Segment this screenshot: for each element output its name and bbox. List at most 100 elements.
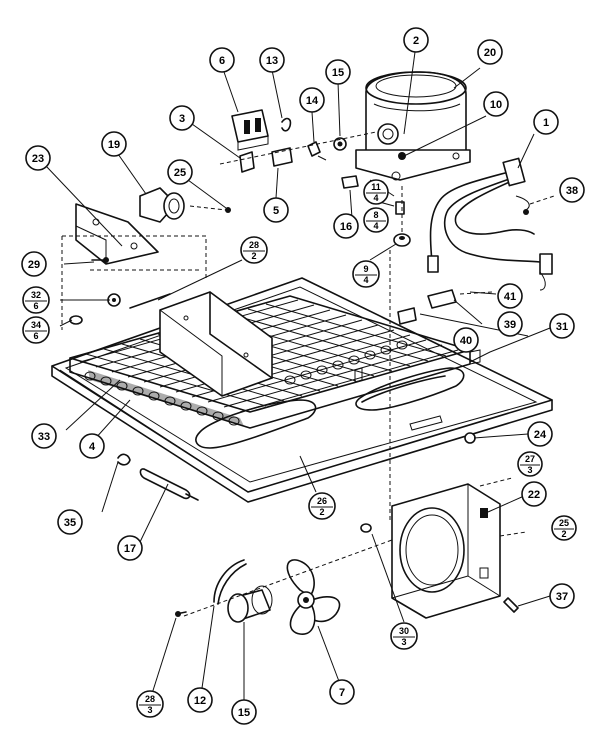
- callout-14-label: 14: [306, 95, 319, 107]
- callout-25-label: 25: [174, 167, 186, 179]
- callout-5: 5: [263, 197, 289, 223]
- fraction-bottom: 2: [561, 529, 566, 539]
- callout-41-label: 41: [504, 291, 516, 303]
- callout-22-label: 22: [528, 489, 540, 501]
- callout-22: 22: [521, 481, 547, 507]
- callout-39-label: 39: [504, 319, 516, 331]
- divider-plate: [159, 291, 273, 397]
- fraction-callout-9-4: 9 4: [352, 260, 380, 288]
- left-hardware: [61, 235, 207, 330]
- callout-29-label: 29: [28, 259, 40, 271]
- callout-20: 20: [477, 39, 503, 65]
- callout-15-bottom-label: 15: [238, 707, 250, 719]
- drier-filter: [117, 453, 199, 501]
- callout-2-label: 2: [413, 35, 419, 47]
- callout-35-label: 35: [64, 517, 76, 529]
- callout-3-label: 3: [179, 113, 185, 125]
- callout-37-label: 37: [556, 591, 568, 603]
- fraction-bottom: 4: [373, 221, 378, 231]
- fraction-callout-27-3: 27 3: [517, 451, 543, 477]
- fraction-top: 30: [399, 626, 409, 636]
- fan-shroud: [391, 477, 527, 619]
- callout-23: 23: [25, 145, 51, 171]
- fraction-top: 11: [371, 182, 381, 192]
- callout-33: 33: [31, 423, 57, 449]
- callout-13: 13: [259, 47, 285, 73]
- callout-35: 35: [57, 509, 83, 535]
- fraction-bottom: 6: [33, 301, 38, 311]
- right-hardware: [389, 186, 555, 520]
- callout-4: 4: [79, 433, 105, 459]
- callout-13-label: 13: [266, 55, 278, 67]
- fraction-callout-28-2: 28 2: [240, 236, 268, 264]
- callout-33-label: 33: [38, 431, 50, 443]
- callout-1: 1: [533, 109, 559, 135]
- callout-29: 29: [21, 251, 47, 277]
- callout-5-label: 5: [273, 205, 279, 217]
- relay-overload-parts: [219, 109, 377, 189]
- callout-7: 7: [329, 679, 355, 705]
- callout-15-bottom: 15: [231, 699, 257, 725]
- callout-14: 14: [299, 87, 325, 113]
- fraction-callout-32-6: 32 6: [22, 286, 50, 314]
- fraction-top: 28: [145, 694, 155, 704]
- callout-1-label: 1: [543, 117, 549, 129]
- callout-16-label: 16: [340, 221, 352, 233]
- callout-40-label: 40: [460, 335, 472, 347]
- fan-assembly: [175, 523, 393, 635]
- callout-6-label: 6: [219, 55, 225, 67]
- fraction-callout-8-4: 8 4: [363, 207, 389, 233]
- fraction-callout-28-3: 28 3: [136, 690, 164, 718]
- fraction-bottom: 3: [527, 465, 532, 475]
- callout-19-label: 19: [108, 139, 120, 151]
- callout-10-label: 10: [490, 99, 502, 111]
- callout-7-label: 7: [339, 687, 345, 699]
- callout-20-label: 20: [484, 47, 496, 59]
- callout-17-label: 17: [124, 543, 136, 555]
- callout-38-label: 38: [566, 185, 578, 197]
- fraction-top: 8: [373, 210, 378, 220]
- wire-harness: [427, 157, 553, 291]
- callout-15-top: 15: [325, 59, 351, 85]
- fraction-callout-30-3: 30 3: [390, 622, 418, 650]
- fraction-bottom: 4: [373, 193, 378, 203]
- fraction-top: 32: [31, 290, 41, 300]
- compressor: [355, 71, 471, 181]
- fraction-bottom: 3: [147, 705, 152, 715]
- callout-6: 6: [209, 47, 235, 73]
- callout-37: 37: [549, 583, 575, 609]
- callout-10: 10: [483, 91, 509, 117]
- fraction-bottom: 4: [363, 275, 368, 285]
- fraction-callout-25-2: 25 2: [551, 515, 577, 541]
- callout-40: 40: [453, 327, 479, 353]
- callout-39: 39: [497, 311, 523, 337]
- callout-31-label: 31: [556, 321, 568, 333]
- callout-41: 41: [497, 283, 523, 309]
- callout-2: 2: [403, 27, 429, 53]
- fraction-top: 25: [559, 518, 569, 528]
- callout-12: 12: [187, 687, 213, 713]
- fraction-bottom: 6: [33, 331, 38, 341]
- fraction-top: 9: [363, 264, 368, 274]
- callout-24: 24: [527, 421, 553, 447]
- callout-17: 17: [117, 535, 143, 561]
- callout-38: 38: [559, 177, 585, 203]
- callout-12-label: 12: [194, 695, 206, 707]
- fraction-callout-11-4: 11 4: [363, 179, 389, 205]
- callout-3: 3: [169, 105, 195, 131]
- fraction-bottom: 2: [319, 507, 324, 517]
- callout-15-top-label: 15: [332, 67, 344, 79]
- timer-and-bracket: [75, 187, 231, 265]
- fraction-bottom: 2: [251, 251, 256, 261]
- fraction-callout-34-6: 34 6: [22, 316, 50, 344]
- callout-24-label: 24: [534, 429, 547, 441]
- fraction-top: 34: [31, 320, 41, 330]
- fraction-bottom: 3: [401, 637, 406, 647]
- fraction-top: 27: [525, 454, 535, 464]
- fraction-top: 26: [317, 496, 327, 506]
- callout-19: 19: [101, 131, 127, 157]
- leader-lines: [45, 51, 551, 701]
- callout-25: 25: [167, 159, 193, 185]
- fraction-top: 28: [249, 240, 259, 250]
